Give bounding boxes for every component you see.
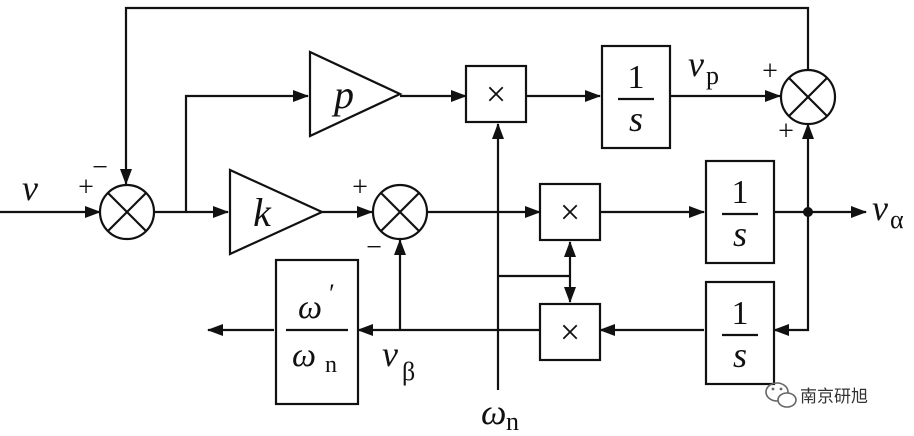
wire-branch-to-p	[184, 90, 309, 212]
junction-dot	[803, 207, 813, 217]
multiplier-1-symbol: ×	[486, 74, 506, 114]
svg-text:ω: ω	[481, 392, 506, 432]
label-omega-n: ω n	[481, 392, 519, 436]
sum2-minus-sign: −	[366, 232, 382, 263]
gain-block-p: p	[308, 50, 403, 138]
wechat-icon	[765, 382, 797, 408]
gain-p-label: p	[331, 72, 354, 117]
sum3-plus-bottom-sign: +	[778, 116, 794, 147]
summing-junction-3	[779, 68, 837, 126]
signal-wires	[0, 6, 867, 390]
sum3-plus-top-sign: +	[762, 56, 778, 87]
multiplier-1: ×	[464, 64, 528, 124]
integrator-2-numerator: 1	[732, 174, 749, 211]
multiplier-3-symbol: ×	[560, 312, 580, 352]
summing-junction-2	[371, 183, 429, 241]
output-block-denominator-sub: n	[325, 352, 337, 378]
svg-text:n: n	[506, 407, 519, 436]
svg-text:β: β	[402, 357, 415, 386]
frequency-output-block: ω ′ ω n	[274, 258, 360, 406]
integrator-2: 1 s	[704, 159, 776, 265]
output-block-denominator: ω	[292, 337, 316, 374]
gain-k-label: k	[253, 190, 272, 235]
watermark: 南京研旭	[765, 382, 868, 408]
output-block-prime: ′	[329, 279, 335, 308]
sum1-plus-sign: +	[78, 172, 94, 203]
integrator-3-denominator: s	[733, 335, 747, 375]
label-v-p: v p	[688, 44, 719, 90]
multiplier-2-symbol: ×	[560, 192, 580, 232]
integrator-3: 1 s	[704, 280, 776, 386]
wire-feedback-top	[120, 6, 810, 185]
gain-block-k: k	[228, 168, 325, 256]
sum2-plus-sign: +	[352, 172, 368, 203]
svg-text:p: p	[706, 61, 719, 90]
integrator-1: 1 s	[600, 44, 672, 150]
svg-text:α: α	[890, 205, 904, 234]
watermark-text: 南京研旭	[800, 387, 868, 407]
label-v-input: v	[22, 168, 38, 208]
summing-junction-1	[98, 183, 156, 241]
multiplier-3: ×	[538, 302, 602, 362]
output-block-numerator: ω	[298, 289, 322, 326]
svg-text:v: v	[872, 188, 888, 228]
wire-junction-to-int3	[773, 212, 810, 336]
label-v-beta: v β	[382, 334, 415, 386]
label-v-alpha: v α	[872, 188, 904, 234]
svg-text:v: v	[382, 334, 398, 374]
integrator-2-denominator: s	[733, 214, 747, 254]
integrator-3-numerator: 1	[732, 295, 749, 332]
multiplier-2: ×	[538, 182, 602, 242]
sum1-minus-sign: −	[92, 152, 108, 183]
integrator-1-numerator: 1	[628, 59, 645, 96]
svg-text:v: v	[688, 44, 704, 84]
integrator-1-denominator: s	[629, 99, 643, 139]
